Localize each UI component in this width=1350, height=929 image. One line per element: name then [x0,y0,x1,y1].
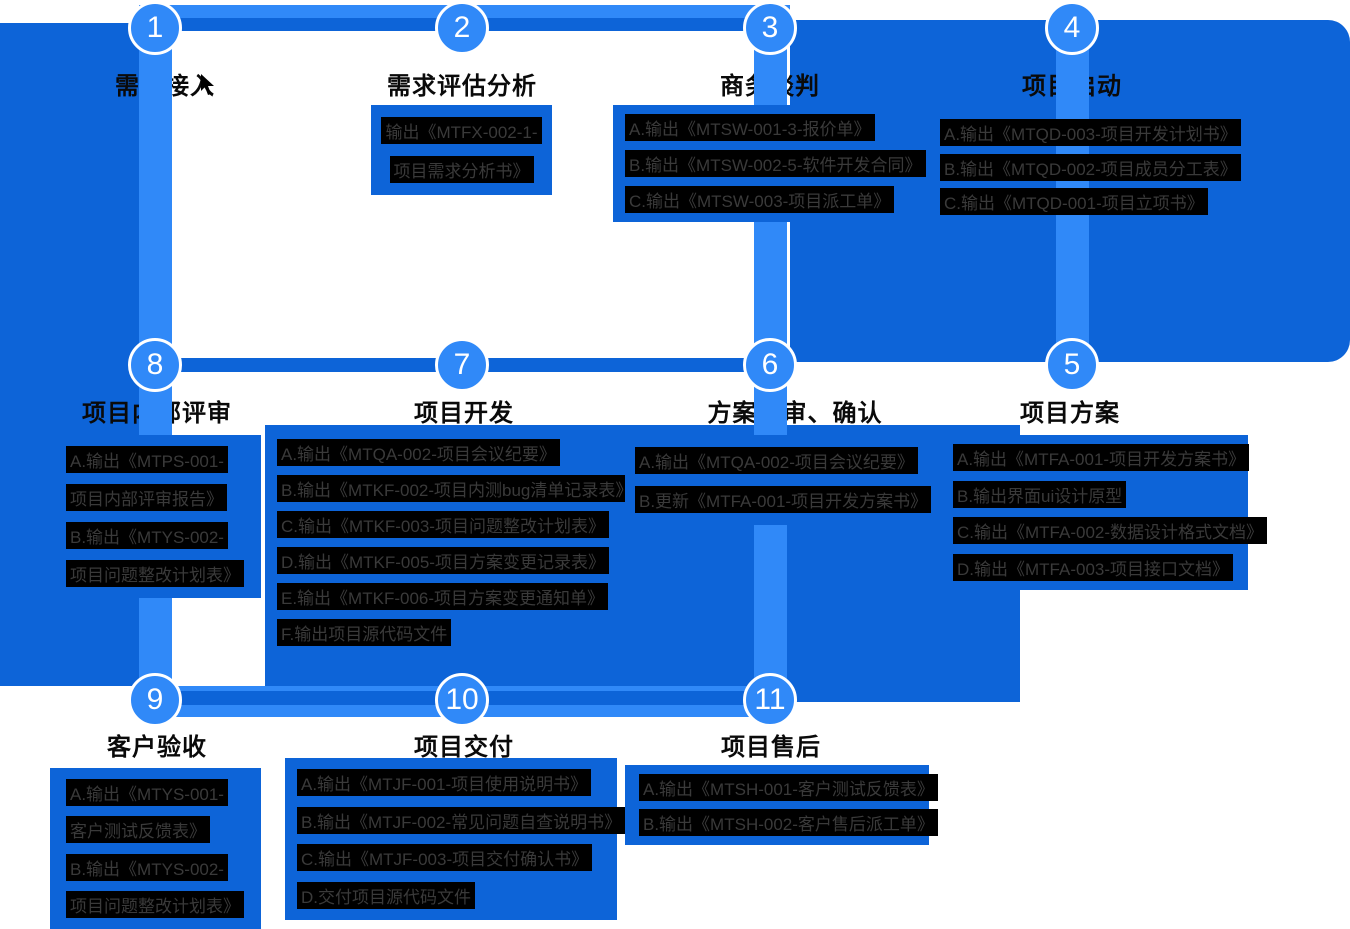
stage-7-title: 项目开发 [414,400,514,427]
output-line: D.交付项目源代码文件 [297,882,475,910]
stage-2-circle: 2 [435,1,489,55]
stage-6-circle: 6 [743,338,797,392]
output-line: B.输出《MTSH-002-客户售后派工单》 [639,809,938,837]
stage-8-output-box: A.输出《MTPS-001- 项目内部评审报告》 B.输出《MTYS-002- … [50,435,261,598]
stage-6-output-box: A.输出《MTQA-002-项目会议纪要》 B.更新《MTFA-001-项目开发… [625,435,932,525]
output-line: A.输出《MTQA-002-项目会议纪要》 [277,439,560,466]
stage-3-output-box: A.输出《MTSW-001-3-报价单》 B.输出《MTSW-002-5-软件开… [613,105,926,222]
output-line: A.输出《MTQA-002-项目会议纪要》 [635,447,918,474]
output-line: A.输出《MTQD-003-项目开发计划书》 [940,119,1241,147]
output-line: C.输出《MTKF-003-项目问题整改计划表》 [277,511,609,538]
stage-10-circle: 10 [435,673,489,727]
stage-7-circle: 7 [435,338,489,392]
stage-9-output-box: A.输出《MTYS-001- 客户测试反馈表》 B.输出《MTYS-002- 项… [50,768,261,929]
output-line: B.输出《MTKF-002-项目内测bug清单记录表》 [277,475,637,502]
stage-9-title: 客户验收 [107,734,207,761]
output-line: A.输出《MTFA-001-项目开发方案书》 [953,444,1250,472]
output-line: 输出《MTFX-002-1- [381,117,542,144]
output-line: C.输出《MTSW-003-项目派工单》 [625,186,895,213]
stage-11-circle: 11 [743,673,797,727]
output-line: A.输出《MTJF-001-项目使用说明书》 [297,768,592,796]
output-line: F.输出项目源代码文件 [277,619,452,646]
output-line: 客户测试反馈表》 [66,816,210,844]
output-line: C.输出《MTFA-002-数据设计格式文档》 [953,517,1268,545]
stage-3-circle: 3 [743,1,797,55]
stage-5-circle: 5 [1045,338,1099,392]
stage-4-output-box: A.输出《MTQD-003-项目开发计划书》 B.输出《MTQD-002-项目成… [940,112,1241,222]
stage-10-title: 项目交付 [414,734,514,761]
output-line: E.输出《MTKF-006-项目方案变更通知单》 [277,583,609,610]
output-line: B.输出界面ui设计原型 [953,480,1127,508]
output-line: 项目问题整改计划表》 [66,560,244,587]
stage-10-output-box: A.输出《MTJF-001-项目使用说明书》 B.输出《MTJF-002-常见问… [285,758,626,920]
output-line: B.输出《MTYS-002- [66,522,228,549]
output-line: 项目需求分析书》 [389,156,534,183]
stage-1-circle: 1 [128,1,182,55]
stage-2-title: 需求评估分析 [387,73,537,100]
output-line: B.输出《MTQD-002-项目成员分工表》 [940,153,1241,181]
output-line: A.输出《MTYS-001- [66,778,228,806]
output-line: 项目问题整改计划表》 [66,891,244,919]
output-line: B.更新《MTFA-001-项目开发方案书》 [635,486,932,513]
output-line: C.输出《MTJF-003-项目交付确认书》 [297,844,593,872]
stage-6-title: 方案评审、确认 [707,400,883,427]
output-line: D.输出《MTKF-005-项目方案变更记录表》 [277,547,609,574]
output-line: 项目内部评审报告》 [66,484,227,511]
stage-8-circle: 8 [128,338,182,392]
output-line: C.输出《MTQD-001-项目立项书》 [940,187,1208,215]
output-line: B.输出《MTJF-002-常见问题自查说明书》 [297,806,626,834]
stage-9-circle: 9 [128,673,182,727]
stage-5-title: 项目方案 [1020,400,1120,427]
stage-11-output-box: A.输出《MTSH-001-客户测试反馈表》 B.输出《MTSH-002-客户售… [625,765,938,845]
output-line: A.输出《MTSH-001-客户测试反馈表》 [639,773,938,801]
stage-4-circle: 4 [1045,1,1099,55]
output-line: B.输出《MTSW-002-5-软件开发合同》 [625,150,926,177]
output-line: D.输出《MTFA-003-项目接口文档》 [953,553,1234,581]
stage-11-title: 项目售后 [721,734,821,761]
output-line: A.输出《MTSW-001-3-报价单》 [625,114,875,141]
output-line: A.输出《MTPS-001- [66,446,228,473]
stage-2-output-box: 输出《MTFX-002-1- 项目需求分析书》 [371,105,552,195]
output-line: B.输出《MTYS-002- [66,853,228,881]
mouse-cursor-icon [201,74,214,95]
stage-5-output-box: A.输出《MTFA-001-项目开发方案书》 B.输出界面ui设计原型 C.输出… [945,435,1268,590]
stage-7-output-box: A.输出《MTQA-002-项目会议纪要》 B.输出《MTKF-002-项目内测… [265,430,637,655]
